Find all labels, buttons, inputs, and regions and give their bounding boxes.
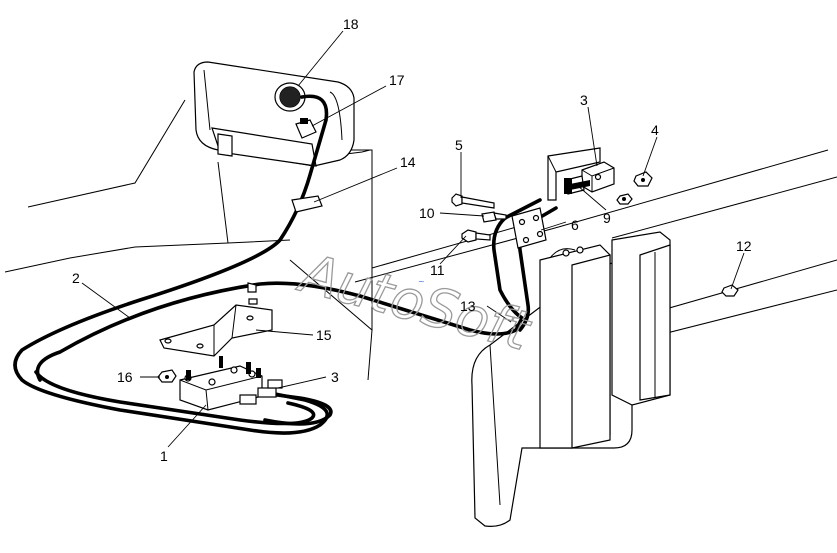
leader-lines [81, 30, 745, 448]
callout-18: 18 [343, 16, 359, 32]
callout-3-bottom: 3 [331, 369, 339, 385]
nut-12 [721, 284, 739, 297]
callout-17: 17 [389, 72, 405, 88]
callout-labels: 18 17 14 2 3 4 5 10 9 6 11 13 12 15 16 3… [72, 16, 752, 464]
nut-5 [633, 171, 653, 187]
callout-6: 6 [571, 217, 579, 233]
callout-5: 4 [651, 122, 659, 138]
callout-10: 10 [419, 205, 435, 221]
line-clip [291, 195, 323, 213]
callout-9: 9 [603, 210, 611, 226]
bolt-4 [451, 193, 495, 209]
mounting-plate-6 [511, 207, 547, 249]
chassis-outline [4, 99, 837, 527]
callout-11: 11 [430, 262, 445, 278]
callout-15: 15 [316, 327, 332, 343]
reservoir-tank [193, 61, 355, 167]
distribution-block [179, 356, 283, 411]
watermark-dot: ~ [418, 277, 425, 286]
washer-10 [481, 211, 507, 223]
watermark-text: AutoSoft [292, 241, 538, 363]
tee-fitting-bracket [547, 147, 601, 201]
nut-16 [157, 369, 177, 383]
callout-14: 14 [400, 154, 416, 170]
callout-3-top: 3 [580, 92, 588, 108]
callout-4: 5 [455, 137, 463, 153]
callout-2: 2 [72, 270, 80, 286]
callout-13: 13 [460, 298, 476, 314]
reservoir-outlet-fitting [295, 118, 317, 139]
bolt-11 [461, 229, 491, 243]
tee-fitting [564, 161, 615, 195]
callout-16: 16 [117, 369, 133, 385]
reservoir-cap [274, 82, 306, 112]
mounting-bracket [159, 282, 273, 357]
nut-9 [616, 193, 633, 205]
callout-12: 12 [736, 238, 752, 254]
callout-1: 1 [160, 448, 168, 464]
